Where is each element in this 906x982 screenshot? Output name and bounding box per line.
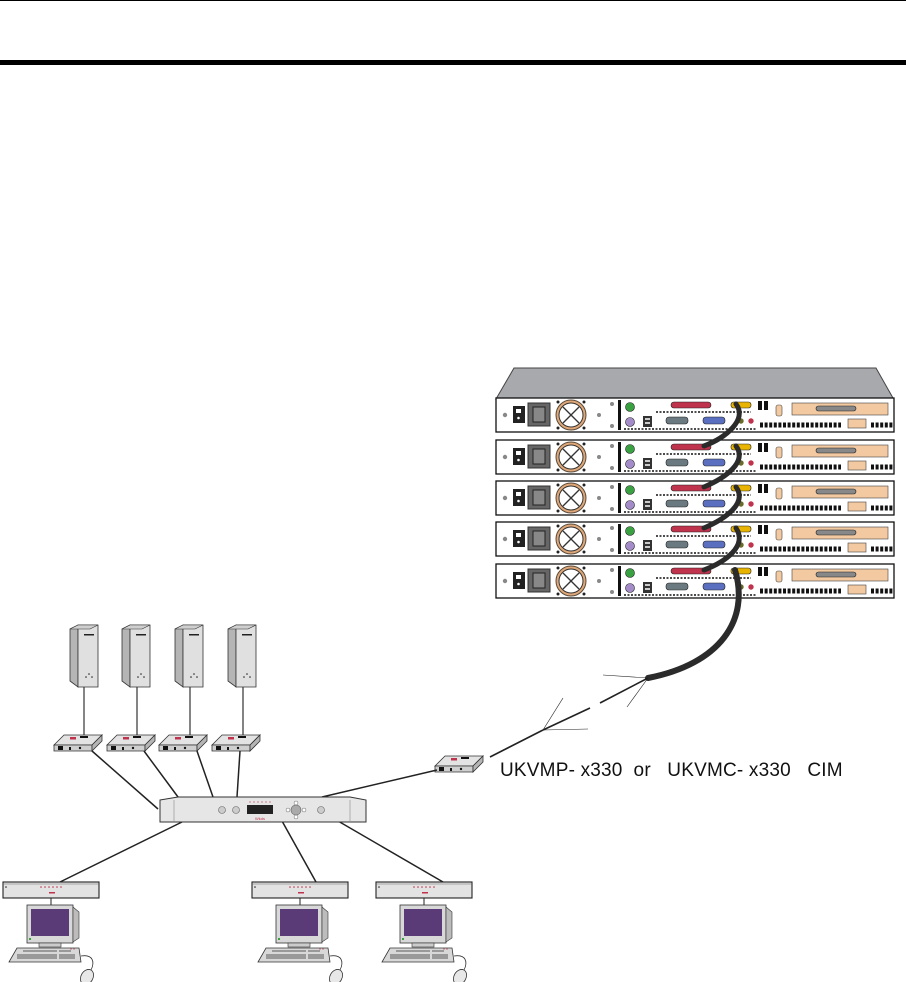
kvm-switch: Wkds [159, 796, 367, 823]
top-rule [0, 0, 906, 1]
tower-to-cim-cables [83, 687, 244, 737]
tower-cim-2 [106, 734, 156, 752]
cim-cable-thick [645, 567, 742, 681]
cim-cable-thin [489, 674, 649, 758]
user-station-2 [251, 881, 349, 982]
tower-cim-4 [211, 734, 261, 752]
rack-server-2 [496, 440, 894, 474]
cim-model-ukvmp: UKVMP- x330 [500, 760, 623, 781]
user-station-3 [375, 881, 473, 982]
cim-model-ukvmc: UKVMC- x330 [667, 760, 791, 781]
tower-cim-3 [158, 734, 208, 752]
server-rack [495, 367, 894, 598]
rack-server-1 [496, 398, 894, 432]
tower-server-3 [174, 624, 204, 688]
switch-cables [59, 750, 444, 883]
rack-server-5 [496, 564, 894, 598]
caption-or: or [633, 760, 651, 781]
rack-top-cover [495, 367, 894, 400]
caption-cim: CIM [807, 760, 843, 781]
tower-cims [53, 734, 261, 752]
tower-server-1 [69, 624, 99, 688]
switch-brand-label: Wkds [255, 816, 265, 821]
user-station-1 [2, 881, 100, 982]
cim-model-caption: UKVMP- x330 or UKVMC- x330 CIM [500, 760, 843, 782]
tower-server-4 [227, 624, 257, 688]
tower-cim-1 [53, 734, 103, 752]
header-rule [0, 60, 906, 65]
rack-server-4 [496, 522, 894, 556]
daisy-chain-cables [701, 401, 742, 573]
rack-server-3 [496, 481, 894, 515]
tower-servers [69, 624, 257, 688]
rack-cim-adapter [434, 755, 484, 773]
tower-server-2 [121, 624, 151, 688]
